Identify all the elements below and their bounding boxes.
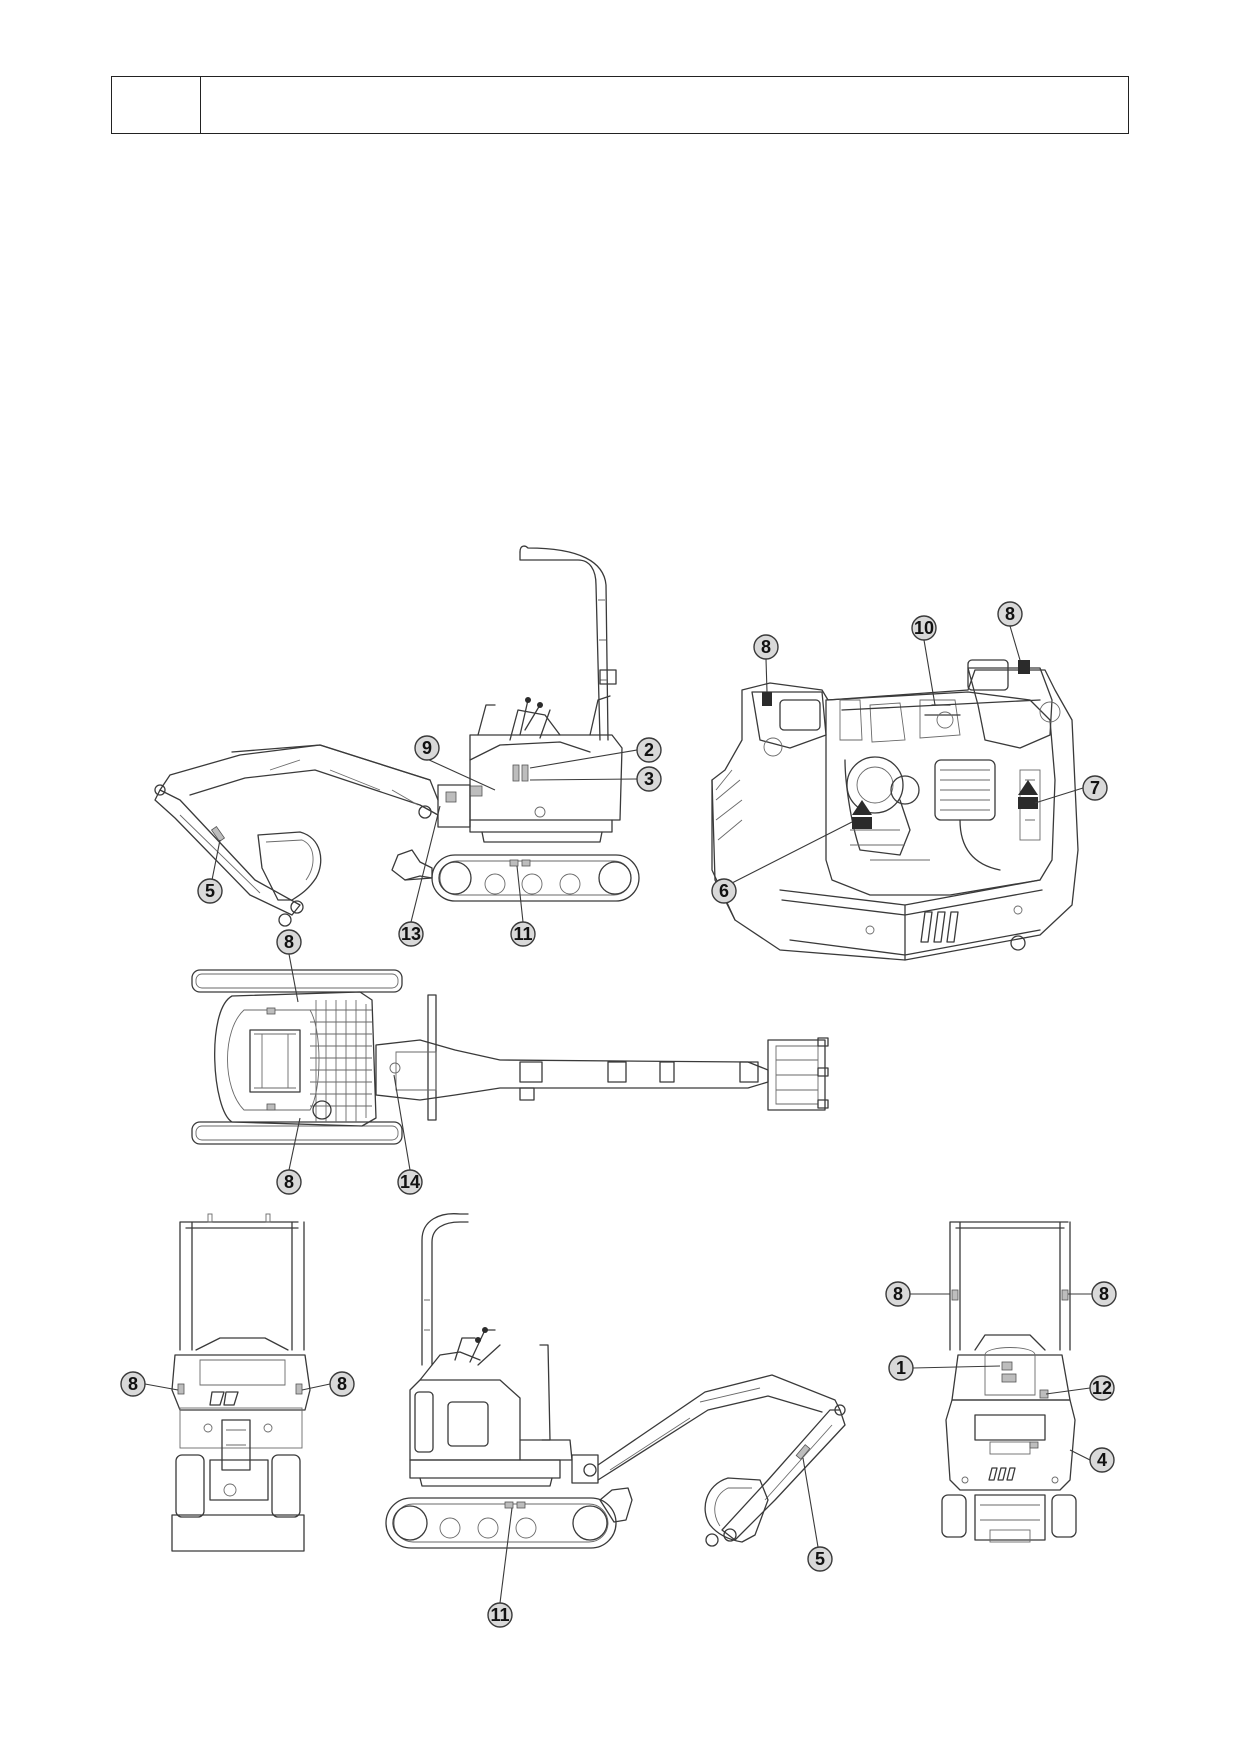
rear-view-drawing (941, 1221, 1077, 1543)
title-block-divider (200, 77, 201, 133)
callout-14: 14 (400, 1172, 420, 1192)
callout-5: 5 (815, 1549, 825, 1569)
logo-mark (920, 911, 959, 943)
callout-8: 8 (284, 932, 294, 952)
engine-view-drawing (711, 659, 1079, 961)
callout-11: 11 (513, 924, 532, 944)
callout-8: 8 (284, 1172, 294, 1192)
callout-8: 8 (893, 1284, 903, 1304)
callout-5: 5 (205, 881, 215, 901)
side-view-right-drawing (385, 1213, 846, 1549)
top-view-drawing (191, 969, 829, 1145)
callout-2: 2 (644, 740, 654, 760)
side-view-left-callouts: 9 2 3 5 13 11 (197, 735, 662, 947)
callout-4: 4 (1097, 1450, 1107, 1470)
callout-8: 8 (337, 1374, 347, 1394)
callout-8: 8 (128, 1374, 138, 1394)
callout-8: 8 (761, 637, 771, 657)
callout-3: 3 (644, 769, 654, 789)
title-block (111, 76, 1129, 134)
callout-8: 8 (1099, 1284, 1109, 1304)
engine-view-callouts: 8 10 8 7 6 (711, 601, 1108, 904)
side-view-right-callouts: 11 5 (487, 1457, 833, 1628)
top-view-callouts: 8 8 14 (276, 929, 423, 1195)
callout-6: 6 (719, 881, 729, 901)
front-view-drawing (171, 1213, 311, 1552)
side-view-left-drawing (154, 545, 640, 927)
callout-7: 7 (1090, 778, 1100, 798)
callout-10: 10 (914, 618, 934, 638)
callout-8: 8 (1005, 604, 1015, 624)
front-view-callouts: 8 8 (120, 1371, 355, 1397)
callout-9: 9 (422, 738, 432, 758)
callout-12: 12 (1092, 1378, 1112, 1398)
callout-13: 13 (401, 924, 421, 944)
rear-logo-mark (988, 1467, 1016, 1481)
callout-11: 11 (490, 1605, 509, 1625)
rear-view-callouts: 8 8 1 12 4 (885, 1281, 1117, 1473)
callout-1: 1 (896, 1358, 906, 1378)
